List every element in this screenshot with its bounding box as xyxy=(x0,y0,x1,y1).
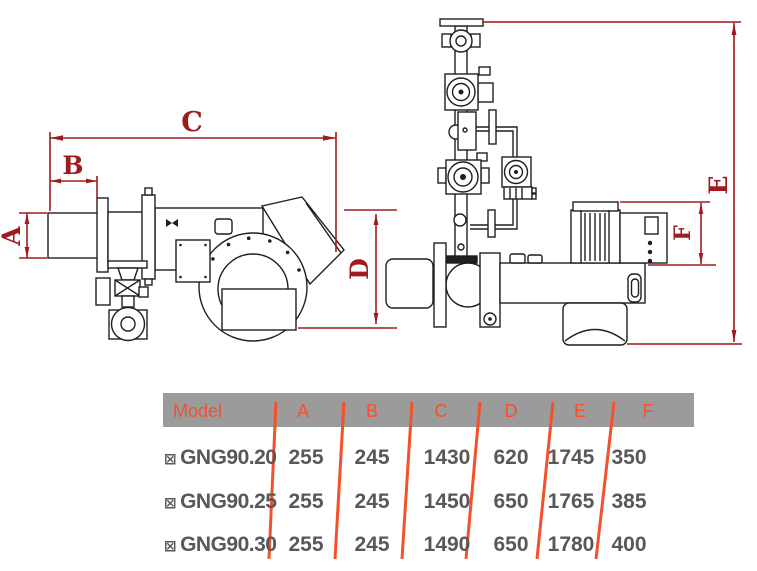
dim-label-f: F xyxy=(670,225,696,241)
value-e: 1765 xyxy=(548,490,595,513)
terminal-block-1 xyxy=(509,253,526,264)
value-a: 255 xyxy=(288,490,323,513)
column-header-e: E xyxy=(574,401,586,421)
model-name: ⊠GNG90.20 xyxy=(164,446,276,469)
dimension-c: C xyxy=(49,107,337,252)
column-header-f: F xyxy=(643,401,654,421)
value-a: 255 xyxy=(288,446,323,469)
value-d: 650 xyxy=(493,490,528,513)
pressure-regulator xyxy=(448,111,477,151)
dim-label-b: B xyxy=(62,151,83,180)
value-a: 255 xyxy=(288,533,323,556)
table-row: ⊠GNG90.20 255 245 1430 620 1745 350 xyxy=(164,446,647,469)
dim-label-c: C xyxy=(181,107,203,138)
blast-tube xyxy=(47,212,99,259)
value-c: 1430 xyxy=(424,446,471,469)
dimension-a: A xyxy=(0,212,47,259)
table-header-bar xyxy=(163,393,694,427)
dimension-b: B xyxy=(50,151,98,199)
column-header-c: C xyxy=(435,401,448,421)
fan-outlet-box xyxy=(221,288,297,331)
valve-symbol-icon xyxy=(166,219,178,227)
terminal-block-2 xyxy=(527,254,543,264)
dim-label-d: D xyxy=(345,258,374,280)
dimension-d: D xyxy=(298,209,397,329)
spec-table: Model A B C D E F ⊠GNG90.20 255 245 1430… xyxy=(163,393,694,560)
dimension-f: F xyxy=(620,201,716,266)
column-header-model: Model xyxy=(173,401,222,421)
value-e: 1780 xyxy=(548,533,595,556)
plan-view xyxy=(385,18,668,346)
value-b: 245 xyxy=(354,533,389,556)
fan-motor xyxy=(570,201,621,264)
blast-tube-plan xyxy=(385,258,434,309)
pipe-bottom-flange xyxy=(446,255,478,264)
value-d: 620 xyxy=(493,446,528,469)
name-plate xyxy=(214,218,233,235)
bypass-valve xyxy=(501,156,537,200)
column-header-a: A xyxy=(297,401,309,421)
value-f: 400 xyxy=(611,533,646,556)
sight-glass-box xyxy=(175,239,211,283)
value-e: 1745 xyxy=(548,446,595,469)
burner-body-plan xyxy=(499,262,646,304)
model-name: ⊠GNG90.30 xyxy=(164,533,276,556)
dim-label-e: E xyxy=(704,175,733,194)
value-b: 245 xyxy=(354,490,389,513)
table-row: ⊠GNG90.25 255 245 1450 650 1765 385 xyxy=(164,490,647,513)
value-d: 650 xyxy=(493,533,528,556)
inlet-flange-bar xyxy=(439,18,484,27)
sight-glass-screws xyxy=(179,243,207,279)
hood-inner-line xyxy=(305,202,342,254)
value-b: 245 xyxy=(354,446,389,469)
dimension-e: E xyxy=(483,21,742,345)
pipe-port-small xyxy=(457,243,465,251)
table-row: ⊠GNG90.30 255 245 1490 650 1780 400 xyxy=(164,533,647,556)
pipe-port-large xyxy=(453,213,467,227)
checkbox-glyph: ⊠ xyxy=(164,495,176,512)
hinge-wheel-dot xyxy=(488,317,492,321)
pipe-fitting-upper xyxy=(488,109,497,145)
model-name: ⊠GNG90.25 xyxy=(164,490,277,513)
gas-valve-upper xyxy=(444,66,494,111)
checkbox-glyph: ⊠ xyxy=(164,538,176,555)
ball-valve xyxy=(441,29,481,53)
value-f: 350 xyxy=(611,446,646,469)
fan-housing-plan xyxy=(562,302,628,346)
pipe-fitting-lower xyxy=(487,209,496,238)
column-header-b: B xyxy=(366,401,378,421)
dim-label-a: A xyxy=(0,226,26,247)
mounting-flange xyxy=(96,197,109,273)
mounting-flange-plan xyxy=(433,242,447,328)
value-c: 1490 xyxy=(424,533,471,556)
gas-valve-lower xyxy=(437,152,490,195)
flange-tab-bottom xyxy=(144,278,153,286)
column-separators xyxy=(267,401,616,560)
column-header-d: D xyxy=(505,401,518,421)
handle-slot-inner xyxy=(630,278,640,298)
flange-tab-top xyxy=(144,187,153,196)
tube-mid-section xyxy=(107,211,145,263)
side-view xyxy=(47,187,345,342)
checkbox-glyph: ⊠ xyxy=(164,451,176,468)
control-box xyxy=(619,212,668,264)
gas-valve-assembly xyxy=(95,260,149,342)
value-f: 385 xyxy=(611,490,646,513)
value-c: 1450 xyxy=(424,490,471,513)
